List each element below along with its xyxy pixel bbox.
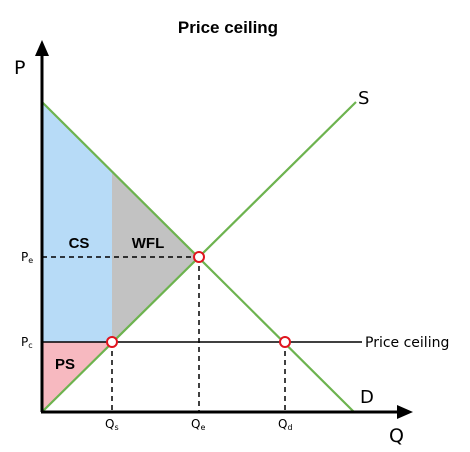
supply-label: S [358,88,369,109]
price-tick-equilibrium: Pe [21,250,33,265]
welfare-loss-area [112,172,199,342]
quantity-tick-supplied: Qs [105,417,119,432]
equilibrium-point-marker [193,251,205,263]
y-axis-arrow-icon [35,40,49,56]
supply-ceiling-point-marker [106,336,118,348]
price-ceiling-label: Price ceiling [365,335,449,351]
consumer-surplus-label: CS [69,235,90,252]
welfare-loss-label: WFL [132,235,164,252]
y-axis-label: P [14,57,25,79]
producer-surplus-label: PS [55,356,75,373]
x-axis-label: Q [389,425,404,447]
demand-label: D [360,387,374,408]
diagram-title: Price ceiling [178,18,278,37]
quantity-tick-equilibrium: Qe [191,417,205,432]
x-axis-arrow-icon [397,405,413,419]
demand-ceiling-point-marker [279,336,291,348]
consumer-surplus-area [42,102,112,342]
quantity-tick-demanded: Qd [278,417,293,432]
price-tick-ceiling: Pc [21,335,33,350]
